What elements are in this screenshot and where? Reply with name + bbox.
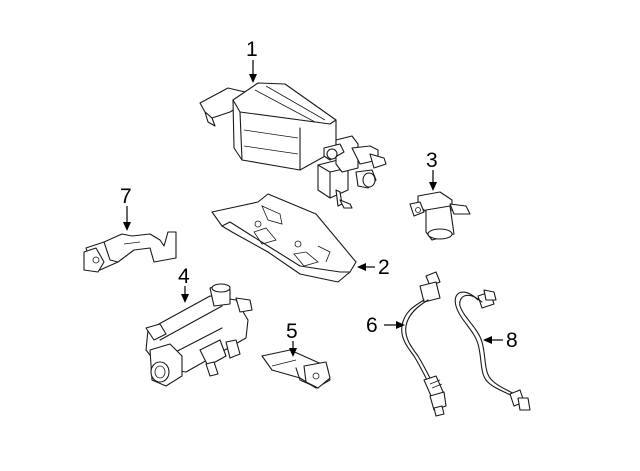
callout-2: 2 [378, 256, 390, 279]
part-3-purge-valve [409, 191, 471, 241]
part-2-shield [211, 193, 357, 283]
callout-6: 6 [366, 314, 378, 337]
callout-arrows [123, 60, 503, 357]
callout-labels: 1 2 3 4 5 6 7 8 [120, 38, 518, 352]
callout-1: 1 [246, 38, 258, 61]
part-1-vapor-canister [199, 82, 387, 209]
part-6-oxygen-sensor [401, 271, 447, 417]
part-8-oxygen-sensor [454, 289, 531, 411]
callout-7: 7 [120, 185, 132, 208]
callout-4: 4 [178, 265, 190, 288]
part-5-bracket [261, 349, 331, 389]
part-7-bracket [83, 231, 177, 273]
callout-5: 5 [286, 320, 298, 343]
callout-3: 3 [426, 149, 438, 172]
callout-8: 8 [506, 329, 518, 352]
part-4-pump [145, 283, 253, 387]
